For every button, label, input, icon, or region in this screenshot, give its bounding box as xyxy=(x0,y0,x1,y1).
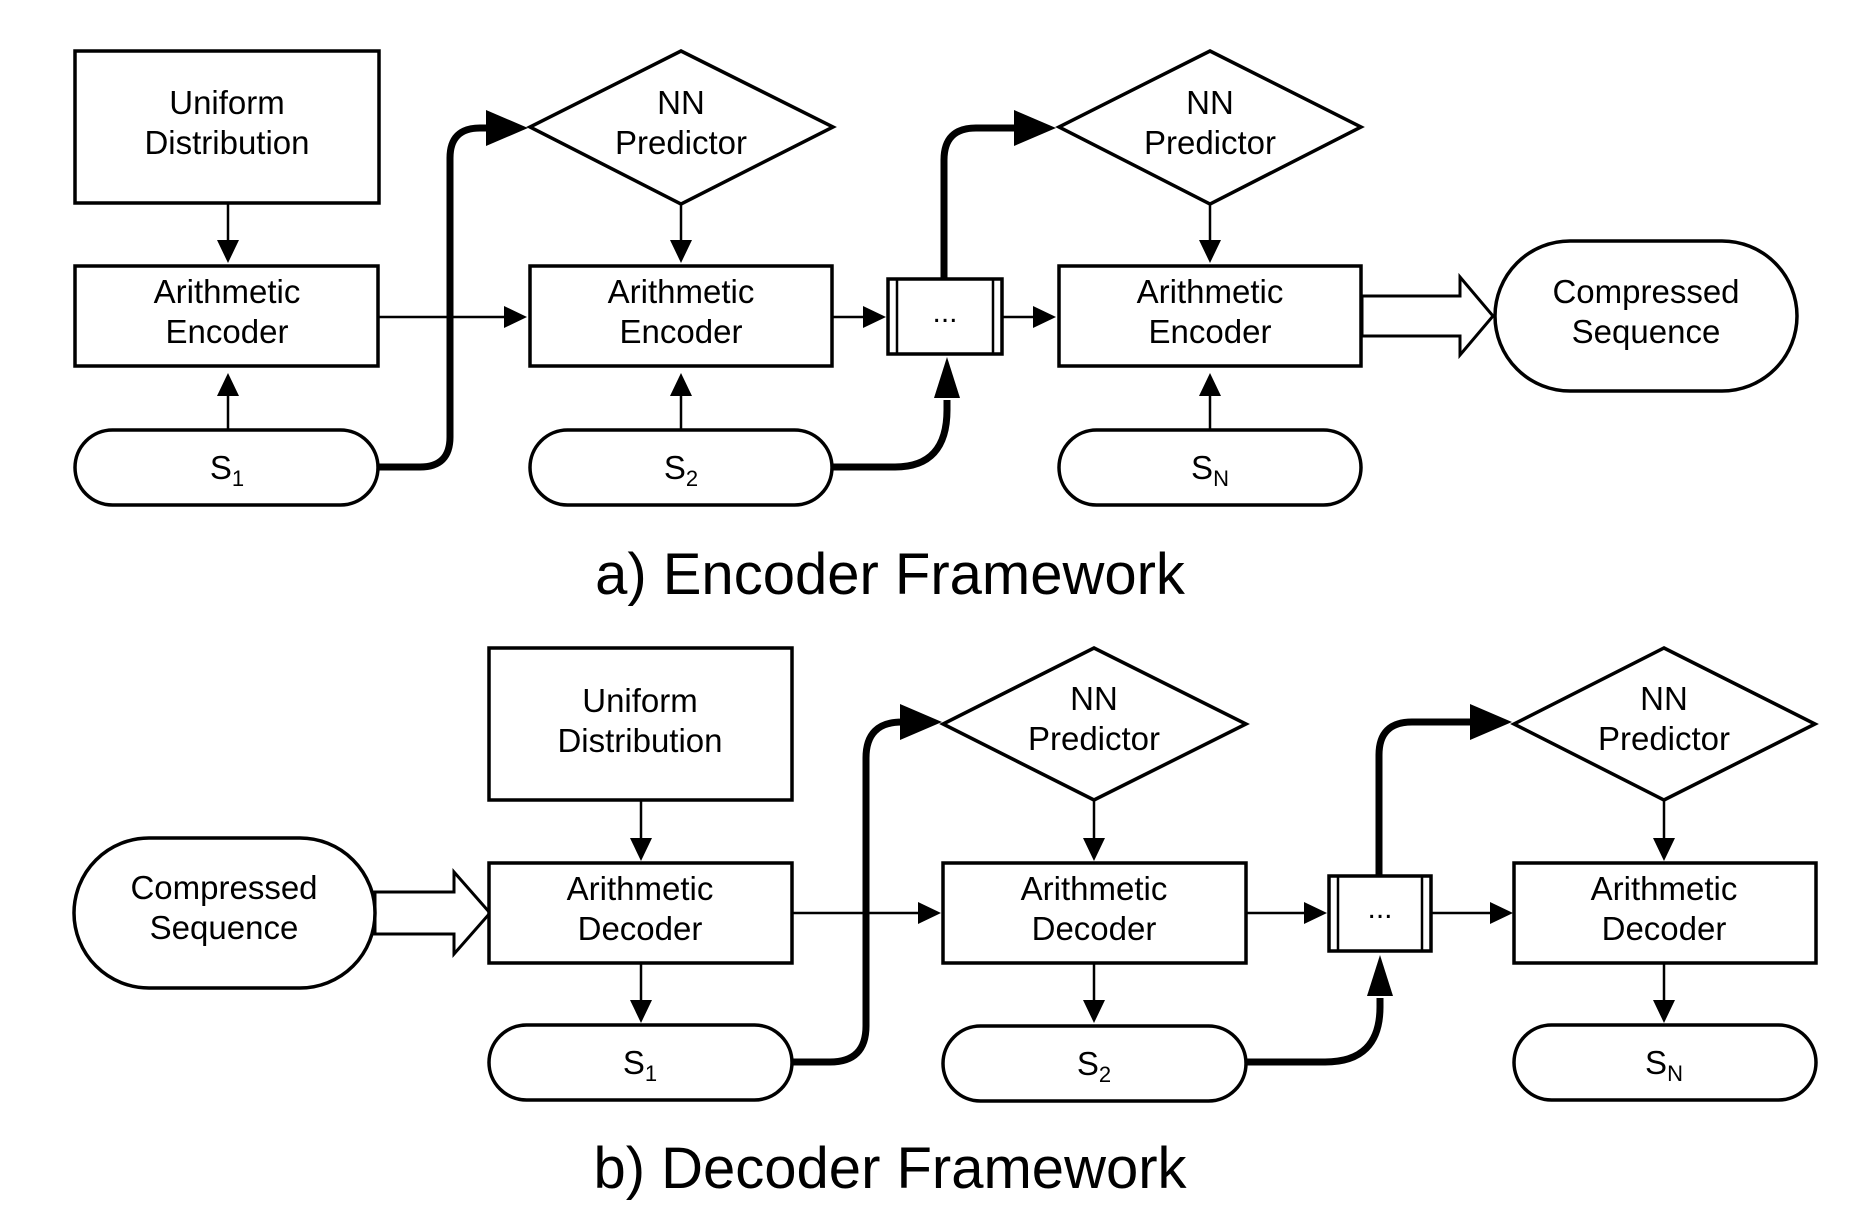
predictor-2-line-1: NN xyxy=(1640,680,1688,717)
arithmetic-decoder-n: Arithmetic Decoder xyxy=(1512,861,1818,965)
nn-predictor-1: NN Predictor xyxy=(939,646,1250,802)
encoder-1-line-2: Encoder xyxy=(166,313,289,350)
symbol-sn: SN xyxy=(1057,428,1363,507)
decoder-2-line-1: Arithmetic xyxy=(1021,870,1168,907)
compressed-input-line-2: Sequence xyxy=(150,909,299,946)
compressed-sequence-output: Compressed Sequence xyxy=(1493,239,1799,393)
encoder-framework: Uniform Distribution Arithmetic Encoder … xyxy=(73,49,1799,607)
arithmetic-encoder-1: Arithmetic Encoder xyxy=(73,264,380,368)
compressed-output-line-2: Sequence xyxy=(1572,313,1721,350)
predictor-2-line-2: Predictor xyxy=(1598,720,1730,757)
uniform-distribution-box: Uniform Distribution xyxy=(73,49,381,205)
output-arrow-to-compressed xyxy=(1360,272,1495,360)
ellipsis-box: ... xyxy=(1327,874,1433,953)
symbol-sn-label: SN xyxy=(1191,449,1229,491)
encoder-connectors xyxy=(217,110,1495,471)
arithmetic-encoder-2: Arithmetic Encoder xyxy=(528,264,834,368)
compressed-input-line-1: Compressed xyxy=(130,869,317,906)
uniform-line-2: Distribution xyxy=(144,124,309,161)
ellipsis-box: ... xyxy=(886,277,1004,356)
decoder-n-line-2: Decoder xyxy=(1602,910,1727,947)
ellipsis-label: ... xyxy=(1367,892,1392,925)
context-arrow-ellipsis-to-predictor-2 xyxy=(1375,718,1472,875)
compressed-output-line-1: Compressed xyxy=(1552,273,1739,310)
symbol-s2-label: S2 xyxy=(1077,1045,1111,1087)
context-arrow-s1-to-predictor-1 xyxy=(792,718,906,1066)
context-arrow-ellipsis-to-predictor-2 xyxy=(940,124,1016,278)
arithmetic-decoder-2: Arithmetic Decoder xyxy=(941,861,1248,965)
uniform-line-2: Distribution xyxy=(557,722,722,759)
decoder-1-line-2: Decoder xyxy=(578,910,703,947)
predictor-1-line-1: NN xyxy=(657,84,705,121)
decoder-connectors xyxy=(373,704,1675,1066)
predictor-1-line-1: NN xyxy=(1070,680,1118,717)
symbol-s1-label: S1 xyxy=(210,449,244,491)
symbol-s2: S2 xyxy=(941,1024,1248,1103)
symbol-sn: SN xyxy=(1512,1023,1818,1102)
decoder-2-line-2: Decoder xyxy=(1032,910,1157,947)
predictor-1-line-2: Predictor xyxy=(1028,720,1160,757)
input-arrow-from-compressed xyxy=(373,868,492,958)
uniform-distribution-box: Uniform Distribution xyxy=(487,646,794,802)
uniform-line-1: Uniform xyxy=(582,682,698,719)
predictor-2-line-2: Predictor xyxy=(1144,124,1276,161)
symbol-s2-label: S2 xyxy=(664,449,698,491)
nn-predictor-2: NN Predictor xyxy=(1510,646,1819,802)
symbol-s2: S2 xyxy=(528,428,834,507)
predictor-2-line-1: NN xyxy=(1186,84,1234,121)
uniform-line-1: Uniform xyxy=(169,84,285,121)
decoder-caption: b) Decoder Framework xyxy=(593,1136,1187,1201)
encoder-1-line-1: Arithmetic xyxy=(154,273,301,310)
arithmetic-encoder-n: Arithmetic Encoder xyxy=(1057,264,1363,368)
nn-predictor-1: NN Predictor xyxy=(526,49,837,206)
symbol-s1-label: S1 xyxy=(623,1044,657,1086)
symbol-s1: S1 xyxy=(73,428,380,507)
symbol-sn-label: SN xyxy=(1645,1044,1683,1086)
encoder-2-line-2: Encoder xyxy=(620,313,743,350)
ellipsis-label: ... xyxy=(932,296,957,329)
symbol-s1: S1 xyxy=(487,1023,794,1102)
arithmetic-decoder-1: Arithmetic Decoder xyxy=(487,861,794,965)
context-arrow-s2-to-ellipsis xyxy=(1246,998,1384,1066)
encoder-caption: a) Encoder Framework xyxy=(595,542,1186,607)
encoder-n-line-2: Encoder xyxy=(1149,313,1272,350)
decoder-framework: Compressed Sequence Uniform Distribution… xyxy=(72,646,1819,1201)
encoder-n-line-1: Arithmetic xyxy=(1137,273,1284,310)
decoder-1-line-1: Arithmetic xyxy=(567,870,714,907)
context-arrow-s2-to-ellipsis xyxy=(832,400,951,471)
predictor-1-line-2: Predictor xyxy=(615,124,747,161)
encoder-2-line-1: Arithmetic xyxy=(608,273,755,310)
decoder-n-line-1: Arithmetic xyxy=(1591,870,1738,907)
compressed-sequence-input: Compressed Sequence xyxy=(72,836,377,990)
context-arrow-s1-to-predictor-1 xyxy=(378,124,487,471)
nn-predictor-2: NN Predictor xyxy=(1055,49,1365,206)
